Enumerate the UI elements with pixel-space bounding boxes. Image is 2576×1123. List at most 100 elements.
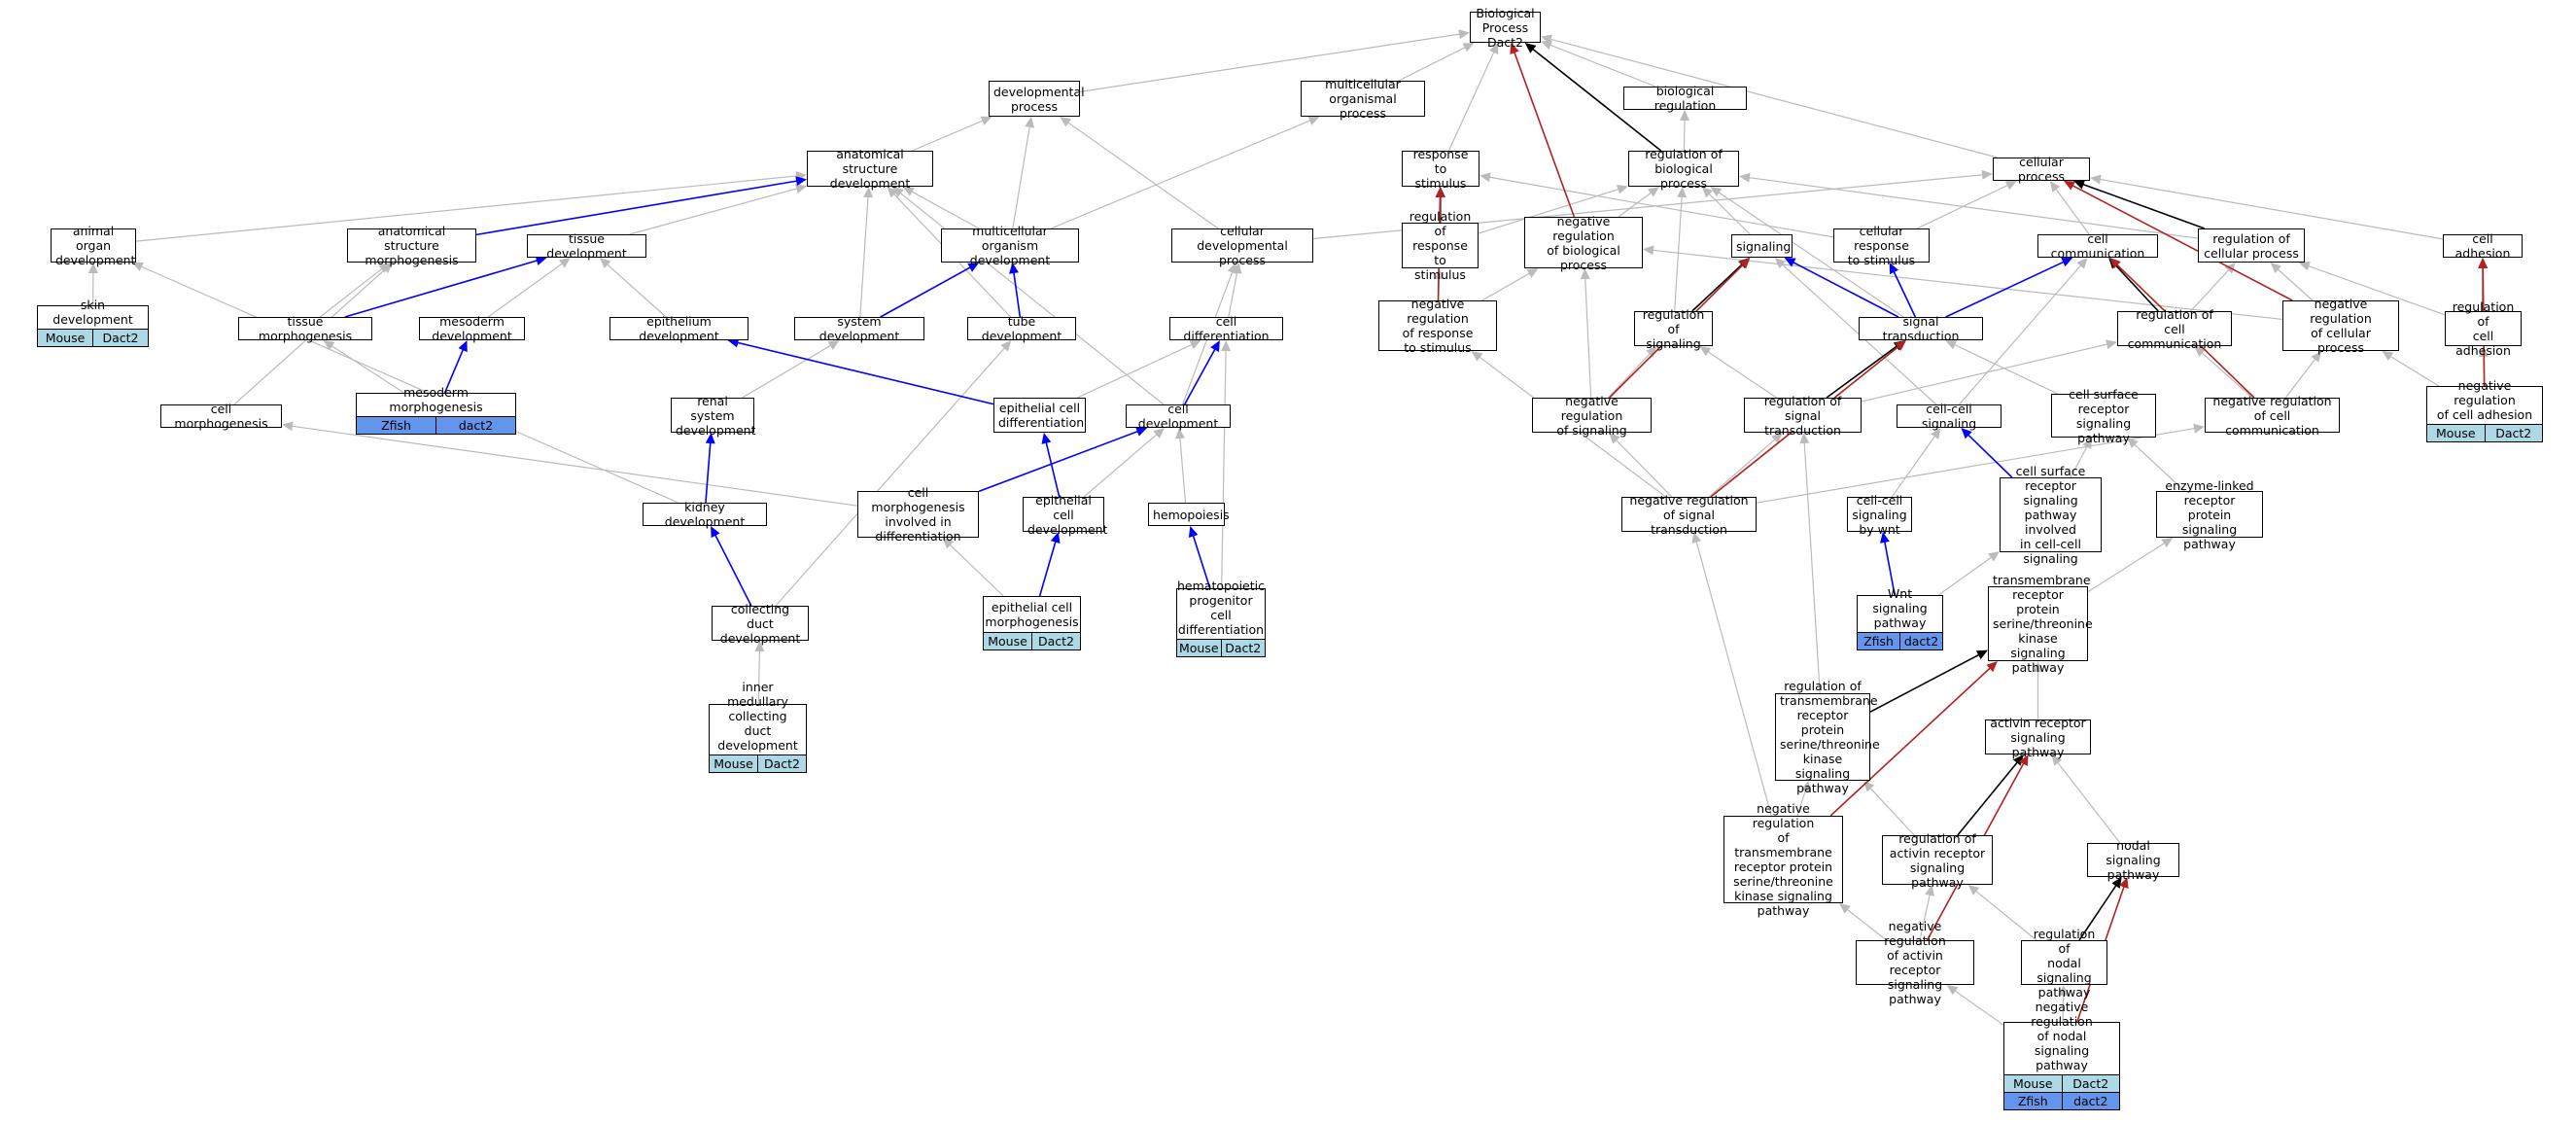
edge-is-a: [2200, 351, 2253, 399]
edge-regulates: [1957, 760, 2019, 836]
organism-label: Zfish: [1863, 634, 1894, 649]
go-term-cc-sig[interactable]: cell-cell signaling: [1897, 402, 2002, 431]
go-term-neg-reg-cell-comm[interactable]: negative regulation of cell communicatio…: [2205, 394, 2340, 438]
go-term-neg-reg-nodal[interactable]: negative regulation of nodal signaling p…: [2003, 1000, 2120, 1110]
edge-is-a: [2307, 264, 2446, 316]
go-term-cell-resp[interactable]: cellular response to stimulus: [1833, 224, 1930, 267]
go-term-reg-bio[interactable]: regulation of biological process: [1628, 147, 1739, 191]
go-term-activin[interactable]: activin receptor signaling pathway: [1985, 716, 2091, 759]
go-term-label: epithelium development: [639, 314, 719, 343]
go-term-nodal[interactable]: nodal signaling pathway: [2087, 838, 2179, 882]
go-term-meso-dev[interactable]: mesoderm development: [419, 314, 525, 343]
go-term-epi-dev[interactable]: epithelium development: [609, 314, 748, 343]
organism-label: Zfish: [381, 418, 411, 433]
go-term-cell-dev-proc[interactable]: cellular developmental process: [1171, 224, 1313, 267]
go-term-neg-reg-cell-proc[interactable]: negative regulation of cellular process: [2282, 297, 2399, 355]
go-term-label: signaling: [1736, 238, 1792, 254]
go-term-label: negative regulation of biological proces…: [1547, 213, 1620, 272]
edge-arrowhead: [1025, 117, 1035, 128]
go-term-bp[interactable]: Biological Process Dact2: [1470, 6, 1541, 50]
go-term-animal-organ[interactable]: animal organ development: [51, 224, 136, 267]
edge-part-of: [736, 341, 994, 405]
go-term-cell-comm[interactable]: cell communication: [2037, 231, 2158, 261]
edge-is-a: [319, 267, 384, 318]
go-term-reg-cell-proc[interactable]: regulation of cellular process: [2198, 228, 2305, 263]
go-term-cc-wnt[interactable]: cell-cell signaling by wnt: [1847, 493, 1912, 537]
go-term-cell-morph-diff[interactable]: cell morphogenesis involved in different…: [857, 485, 979, 544]
gene-label: Dact2: [2061, 1075, 2120, 1092]
go-term-neg-reg-tmrs[interactable]: negative regulation of transmembrane rec…: [1723, 801, 1843, 918]
gene-label: dact2: [2061, 1093, 2120, 1109]
go-term-csr-sig[interactable]: cell surface receptor signaling pathway: [2051, 387, 2156, 445]
go-term-epi-cell-diff[interactable]: epithelial cell differentiation: [993, 398, 1086, 433]
go-term-multi-proc[interactable]: multicellular organismal process: [1301, 77, 1425, 121]
go-term-neg-reg-resp[interactable]: negative regulation of response to stimu…: [1378, 297, 1497, 355]
go-term-neg-reg-activin[interactable]: negative regulation of activin receptor …: [1856, 919, 1974, 1006]
edge-is-a: [1066, 121, 1219, 229]
edge-arrowhead: [1210, 340, 1220, 353]
go-term-neg-reg-sig-trans[interactable]: negative regulation of signal transducti…: [1621, 493, 1757, 537]
go-term-renal-dev[interactable]: renal system development: [671, 394, 755, 438]
go-term-kidney-dev[interactable]: kidney development: [643, 500, 767, 529]
go-term-label: collecting duct development: [719, 601, 801, 646]
go-term-multi-dev[interactable]: multicellular organism development: [941, 224, 1079, 267]
go-term-cell-devt[interactable]: cell development: [1126, 402, 1231, 431]
go-term-tmrs[interactable]: transmembrane receptor protein serine/th…: [1988, 573, 2093, 675]
go-term-tissue-dev[interactable]: tissue development: [527, 231, 646, 261]
go-term-hemato[interactable]: hematopoietic progenitor cell differenti…: [1176, 579, 1266, 657]
go-term-neg-reg-bio[interactable]: negative regulation of biological proces…: [1524, 214, 1643, 272]
go-term-bio-reg[interactable]: biological regulation: [1623, 84, 1747, 113]
edge-arrowhead: [1479, 172, 1491, 183]
go-term-sig-trans[interactable]: signal transduction: [1859, 314, 1983, 343]
go-term-inner-med[interactable]: inner medullary collecting duct developm…: [709, 680, 807, 773]
go-term-cell-adh[interactable]: cell adhesion: [2443, 231, 2523, 261]
edge-arrowhead: [2193, 423, 2205, 434]
go-term-sys-dev[interactable]: system development: [794, 314, 924, 343]
edge-is-a: [135, 175, 799, 242]
edge-arrowhead: [1967, 885, 1980, 895]
go-term-csr-cc[interactable]: cell surface receptor signaling pathway …: [2000, 464, 2102, 566]
go-term-resp-stim[interactable]: response to stimulus: [1402, 147, 1479, 191]
go-term-dev-proc[interactable]: developmental process: [989, 81, 1085, 117]
go-term-reg-cell-comm[interactable]: regulation of cell communication: [2117, 307, 2232, 351]
go-term-reg-sig-trans[interactable]: regulation of signal transduction: [1744, 394, 1862, 438]
go-term-hemopoiesis[interactable]: hemopoiesis: [1148, 503, 1230, 526]
go-term-collect-duct[interactable]: collecting duct development: [712, 602, 809, 646]
go-term-reg-nodal[interactable]: regulation of nodal signaling pathway: [2021, 927, 2107, 1000]
go-term-reg-cell-adh[interactable]: regulation of cell adhesion: [2445, 299, 2522, 358]
go-term-cell-diff[interactable]: cell differentiation: [1169, 314, 1283, 343]
edge-regulates: [1869, 653, 1981, 713]
go-term-anat-morph[interactable]: anatomical structure morphogenesis: [347, 224, 476, 267]
go-term-reg-resp[interactable]: regulation of response to stimulus: [1402, 209, 1479, 282]
edge-part-of: [1183, 347, 1217, 405]
edge-arrowhead: [1925, 885, 1934, 896]
organism-label: Mouse: [988, 634, 1027, 649]
edge-negatively-regulates: [1829, 666, 1992, 817]
edge-is-a: [1012, 124, 1031, 229]
go-term-epi-cell-dev[interactable]: epithelial cell development: [1023, 493, 1107, 537]
go-term-anat-dev[interactable]: anatomical structure development: [807, 147, 933, 191]
go-term-reg-sig[interactable]: regulation of signaling: [1634, 307, 1713, 351]
go-term-signaling[interactable]: signaling: [1731, 234, 1793, 258]
edge-arrowhead: [1489, 43, 1499, 55]
edge-is-a: [330, 344, 404, 394]
go-term-enzyme[interactable]: enzyme-linked receptor protein signaling…: [2156, 478, 2263, 551]
edge-arrowhead: [1739, 258, 1751, 269]
go-term-tissue-morph[interactable]: tissue morphogenesis: [238, 314, 372, 343]
edge-is-a: [1481, 271, 1531, 301]
edge-part-of: [443, 347, 465, 394]
go-term-cell-morph[interactable]: cell morphogenesis: [160, 402, 282, 431]
go-term-reg-activin[interactable]: regulation of activin receptor signaling…: [1882, 831, 1993, 890]
go-term-tube-dev[interactable]: tube development: [967, 314, 1076, 343]
go-term-reg-tmrs[interactable]: regulation of transmembrane receptor pro…: [1775, 679, 1880, 795]
go-term-cell-proc[interactable]: cellular process: [1993, 155, 2090, 184]
edge-arrowhead: [1471, 351, 1483, 362]
go-term-label: negative regulation of transmembrane rec…: [1733, 801, 1833, 918]
go-term-neg-reg-sig[interactable]: negative regulation of signaling: [1532, 394, 1652, 438]
